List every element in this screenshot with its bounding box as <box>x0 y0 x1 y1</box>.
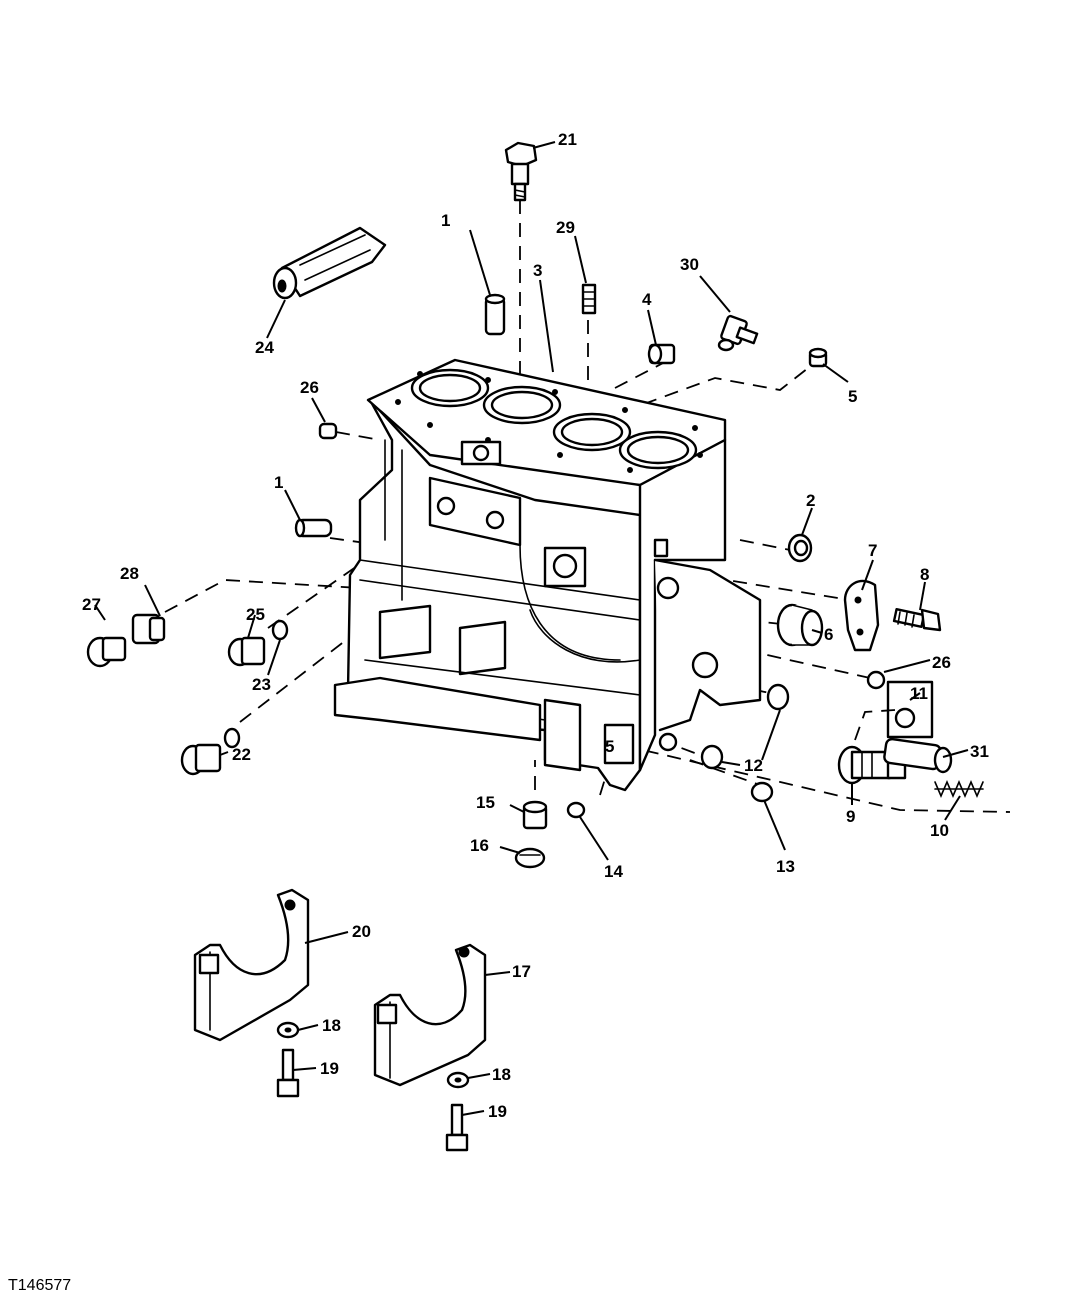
callout-26-right: 26 <box>932 653 951 672</box>
bolt-8 <box>892 608 942 632</box>
callout-27: 27 <box>82 595 101 614</box>
callout-5-low: 5 <box>605 737 614 756</box>
callout-5-top: 5 <box>848 387 857 406</box>
spring-10 <box>934 779 984 799</box>
dowel-pin-1-side <box>294 518 333 538</box>
fitting-28 <box>131 613 166 645</box>
callout-18-b: 18 <box>492 1065 511 1084</box>
plug-4 <box>647 343 676 365</box>
plug-26-right <box>866 670 886 690</box>
callout-16: 16 <box>470 836 489 855</box>
callout-20: 20 <box>352 922 371 941</box>
main-bearing-cap-17 <box>373 943 487 1087</box>
plug-15 <box>522 800 548 830</box>
callout-15: 15 <box>476 793 495 812</box>
callout-1-top: 1 <box>441 211 450 230</box>
washer-18-b <box>446 1071 470 1089</box>
plug-14 <box>566 801 586 819</box>
callout-12: 12 <box>744 756 763 775</box>
callout-19-a: 19 <box>320 1059 339 1078</box>
callout-8: 8 <box>920 565 929 584</box>
cylinder-31 <box>883 737 953 774</box>
dowel-pin-1-top <box>484 293 506 336</box>
callout-31: 31 <box>970 742 989 761</box>
plug-11 <box>886 680 934 739</box>
plug-26-left <box>318 422 338 440</box>
stud-29 <box>581 283 597 315</box>
callout-14: 14 <box>604 862 623 881</box>
callout-17: 17 <box>512 962 531 981</box>
bushing-6 <box>776 603 824 647</box>
callout-9: 9 <box>846 807 855 826</box>
callout-10: 10 <box>930 821 949 840</box>
bolt-21 <box>504 141 538 202</box>
callout-2: 2 <box>806 491 815 510</box>
callout-28: 28 <box>120 564 139 583</box>
callout-22: 22 <box>232 745 251 764</box>
callout-6: 6 <box>824 625 833 644</box>
o-ring-23 <box>271 619 289 641</box>
bushing-12-a <box>766 683 790 711</box>
callout-19-b: 19 <box>488 1102 507 1121</box>
bushing-12-b <box>700 744 724 770</box>
leader-lines <box>94 141 969 1116</box>
main-bearing-cap-20 <box>193 888 310 1042</box>
washer-18-a <box>276 1021 300 1039</box>
sealant-tube-24 <box>272 226 387 300</box>
callout-29: 29 <box>556 218 575 237</box>
callout-25: 25 <box>246 605 265 624</box>
callout-26-left: 26 <box>300 378 319 397</box>
callout-13: 13 <box>776 857 795 876</box>
callout-7: 7 <box>868 541 877 560</box>
callout-labels: 21 24 1 3 29 4 30 5 26 1 2 7 8 6 26 11 3… <box>82 130 989 1121</box>
figure-id: T146577 <box>8 1277 71 1294</box>
callout-18-a: 18 <box>322 1016 341 1035</box>
plug-27 <box>86 636 127 668</box>
callout-11: 11 <box>910 684 928 703</box>
ring-2 <box>787 533 813 563</box>
plug-5-top <box>808 347 828 368</box>
callout-4: 4 <box>642 290 652 309</box>
callout-21: 21 <box>558 130 577 149</box>
plug-22 <box>180 727 241 776</box>
bolt-19-a <box>276 1048 300 1098</box>
plate-7 <box>843 579 880 652</box>
pin-13 <box>750 781 774 803</box>
plug-16 <box>514 847 546 869</box>
callout-24: 24 <box>255 338 274 357</box>
callout-3: 3 <box>533 261 542 280</box>
callout-23: 23 <box>252 675 271 694</box>
plug-25 <box>227 636 266 667</box>
cylinder-block <box>333 358 762 792</box>
callout-1-side: 1 <box>274 473 283 492</box>
fitting-30 <box>717 314 759 352</box>
callout-30: 30 <box>680 255 699 274</box>
bolt-19-b <box>445 1103 469 1152</box>
